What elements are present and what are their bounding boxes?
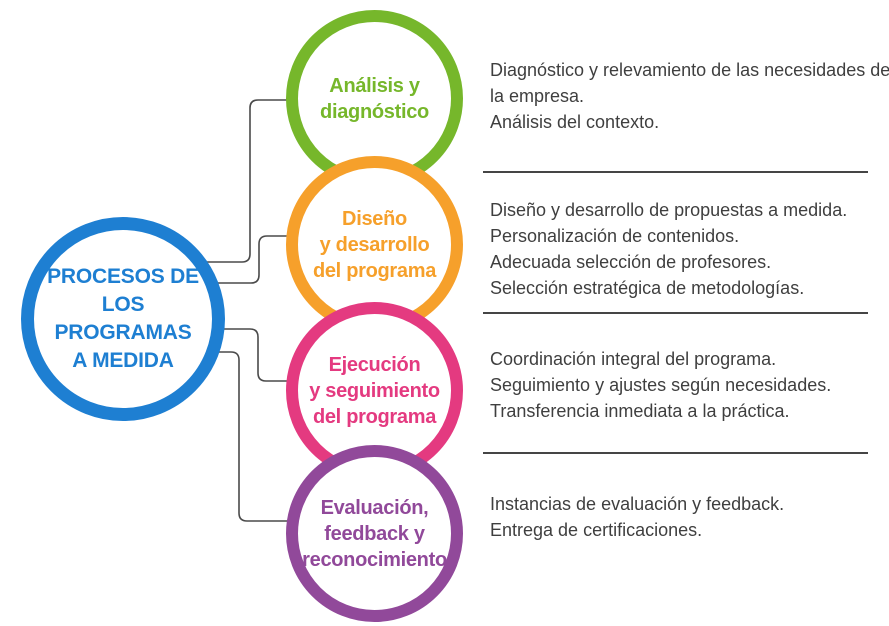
step-label-diseno: Diseño y desarrollo del programa (313, 206, 436, 284)
step-label-line: Análisis y (329, 74, 420, 97)
detail-line: Seguimiento y ajustes según necesidades. (490, 375, 832, 395)
step-label-line: y seguimiento (309, 379, 440, 402)
hub-label-line: PROCESOS DE (47, 265, 199, 288)
details-diseno: Diseño y desarrollo de propuestas a medi… (490, 197, 889, 301)
step-circle-evaluacion: Evaluación, feedback y reconocimiento (286, 445, 463, 622)
detail-line: Personalización de contenidos. (490, 226, 740, 246)
connector-hub-to-step-1 (205, 99, 292, 263)
step-label-line: y desarrollo (319, 233, 430, 256)
step-label-line: Diseño (342, 207, 407, 230)
detail-line: Entrega de certificaciones. (490, 520, 703, 540)
step-label-evaluacion: Evaluación, feedback y reconocimiento (302, 495, 447, 573)
separator-line (483, 312, 868, 314)
details-ejecucion: Coordinación integral del programa. Segu… (490, 346, 889, 424)
hub-label-line: A MEDIDA (72, 349, 174, 372)
separator-line (483, 452, 868, 454)
step-label-line: diagnóstico (320, 100, 429, 123)
step-label-line: Evaluación, (320, 496, 429, 519)
detail-line: Adecuada selección de profesores. (490, 252, 772, 272)
details-evaluacion: Instancias de evaluación y feedback. Ent… (490, 491, 889, 543)
detail-line: Transferencia inmediata a la práctica. (490, 401, 790, 421)
detail-line: Instancias de evaluación y feedback. (490, 494, 785, 514)
connector-hub-to-step-2 (216, 235, 294, 284)
step-label-line: del programa (312, 405, 437, 428)
detail-line: Coordinación integral del programa. (490, 349, 777, 369)
detail-line: Análisis del contexto. (490, 112, 660, 132)
details-analisis: Diagnóstico y relevamiento de las necesi… (490, 57, 889, 135)
connector-hub-to-step-4 (217, 351, 288, 522)
step-label-line: feedback y (324, 522, 425, 545)
step-label-line: reconocimiento (302, 548, 447, 571)
step-label-line: Ejecución (328, 353, 421, 376)
step-label-analisis: Análisis y diagnóstico (320, 73, 429, 125)
step-label-line: del programa (312, 259, 437, 282)
step-label-ejecucion: Ejecución y seguimiento del programa (309, 352, 440, 430)
detail-line: Diagnóstico y relevamiento de las necesi… (490, 60, 889, 106)
hub-label: PROCESOS DE LOS PROGRAMAS A MEDIDA (34, 263, 212, 375)
hub-label-line: LOS PROGRAMAS (54, 293, 192, 344)
detail-line: Selección estratégica de metodologías. (490, 278, 805, 298)
connector-hub-to-step-3 (222, 328, 290, 382)
separator-line (483, 171, 868, 173)
detail-line: Diseño y desarrollo de propuestas a medi… (490, 200, 848, 220)
hub-circle: PROCESOS DE LOS PROGRAMAS A MEDIDA (21, 217, 225, 421)
